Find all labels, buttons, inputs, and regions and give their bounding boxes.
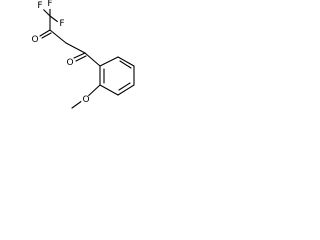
bond-carbonyl-1-double-a (39, 29, 51, 37)
bond-cf-1 (42, 8, 51, 17)
ring-bond-4 (117, 84, 135, 96)
ring-bond-2 (117, 56, 135, 67)
atom-label-o-ketone-2: O (66, 58, 73, 68)
label-bg-f3 (57, 19, 67, 29)
bond-carbonyl-2-double-a (73, 52, 86, 59)
label-bg-f2 (45, 0, 55, 9)
ring-bond-1 (99, 56, 119, 67)
ring-inner-double-2 (118, 82, 131, 91)
bond-ch2-to-carbonyl-2 (65, 42, 86, 54)
bond-carbonyl-1-to-ch2 (49, 29, 67, 44)
label-bg-f1 (35, 1, 45, 11)
label-bg-o-ketone-1 (30, 35, 40, 45)
atom-label-o-ketone-1: O (31, 35, 38, 45)
atom-label-group: F F F O O O (30, 0, 91, 105)
bond-cf-3 (49, 15, 59, 23)
bond-carbonyl-2-to-ring (84, 52, 101, 67)
bond-group (39, 6, 135, 109)
ring-inner-double-1 (119, 60, 132, 69)
label-bg-o-ether (81, 95, 91, 105)
atom-label-f1: F (37, 1, 42, 11)
molecule-structure-diagram: F F F O O O (30, 0, 135, 109)
ring-bond-5 (99, 84, 119, 96)
atom-label-f3: F (59, 19, 64, 29)
bond-carbonyl-1-double-b (41, 32, 52, 39)
atom-label-o-ether: O (82, 95, 89, 105)
bond-carbonyl-2-double-b (75, 55, 87, 62)
label-bg-o-ketone-2 (65, 58, 75, 68)
atom-label-f2: F (47, 0, 52, 9)
